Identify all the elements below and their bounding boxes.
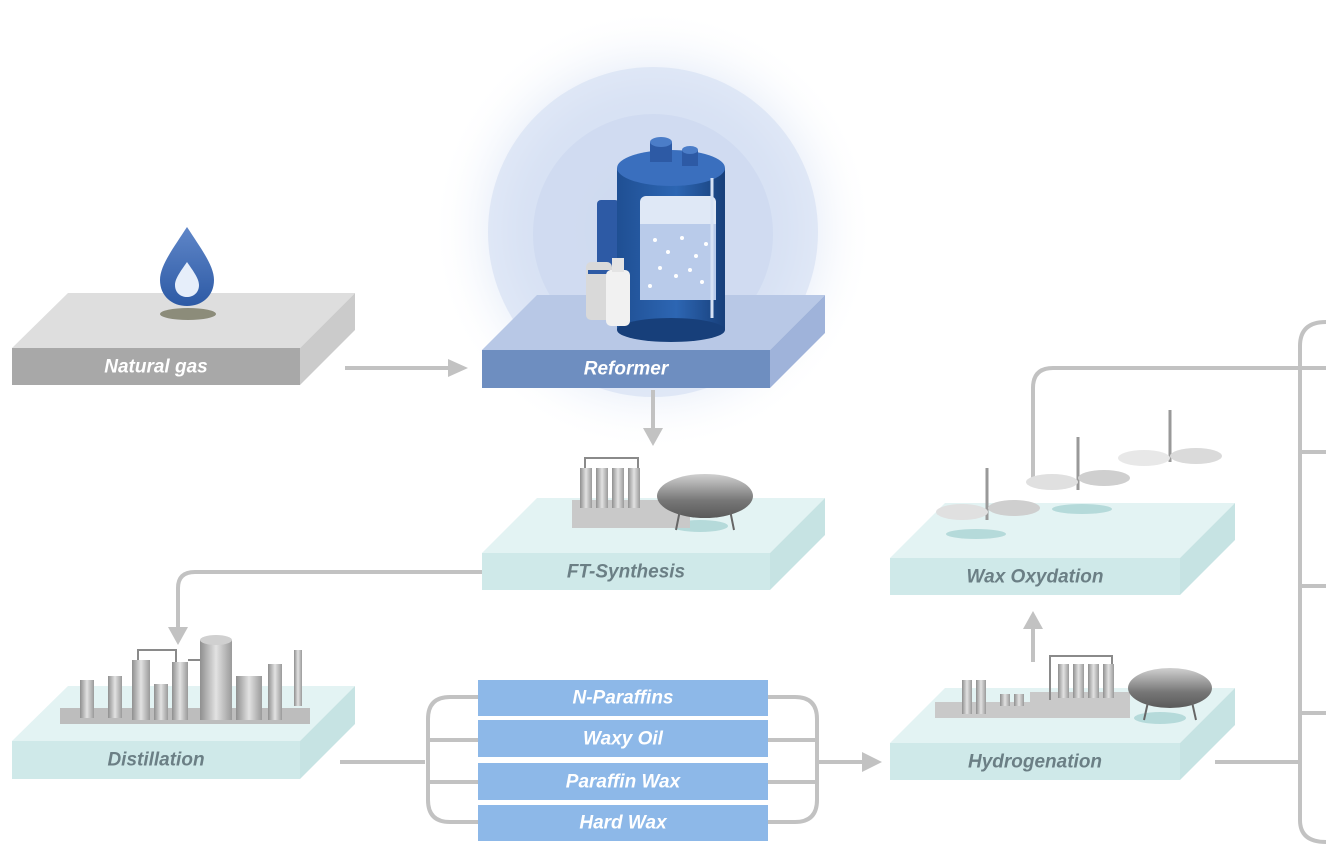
products-right-bracket xyxy=(768,695,819,824)
hydrogenation-label: Hydrogenation xyxy=(968,752,1102,773)
product-box-paraffin-wax xyxy=(478,763,768,800)
distillation-label: Distillation xyxy=(107,750,204,771)
distillation-stage xyxy=(12,635,355,779)
reformer-platform-front xyxy=(482,350,770,388)
wax-agitators-icon xyxy=(936,410,1222,520)
product-label-paraffin-wax: Paraffin Wax xyxy=(566,772,682,793)
ft-reactors-icon xyxy=(572,457,753,531)
product-box-hard-wax xyxy=(478,805,768,841)
arrowheads xyxy=(168,359,1043,772)
hydrogenation-plant-icon xyxy=(935,655,1212,721)
arrow-wax-loop xyxy=(1031,366,1326,482)
products-stack xyxy=(478,680,768,841)
gas-drop-icon xyxy=(160,227,214,306)
natural-gas-platform-top xyxy=(12,293,355,348)
natural-gas-label: Natural gas xyxy=(104,357,207,378)
product-label-hard-wax: Hard Wax xyxy=(579,813,668,834)
reformer-vessel-icon xyxy=(586,137,725,342)
reformer-label: Reformer xyxy=(584,359,670,380)
wax-oxydation-stage xyxy=(890,410,1235,595)
product-box-waxy-oil xyxy=(478,720,768,757)
connectors xyxy=(176,320,1326,844)
wax-platform-front xyxy=(890,558,1180,595)
hydrogenation-stage xyxy=(890,655,1235,780)
reformer-stage xyxy=(482,137,825,388)
product-label-waxy-oil: Waxy Oil xyxy=(583,729,664,750)
arrow-ft-distillation xyxy=(176,570,482,632)
output-bracket xyxy=(1298,320,1326,844)
natural-gas-platform-front xyxy=(12,348,300,385)
ft-platform-front xyxy=(482,553,770,590)
ft-synthesis-stage xyxy=(482,457,825,590)
distillation-platform-front xyxy=(12,741,300,779)
product-label-n-paraffins: N-Paraffins xyxy=(572,688,673,709)
ft-synthesis-label: FT-Synthesis xyxy=(567,562,685,583)
hydrogenation-platform-front xyxy=(890,743,1180,780)
wax-oxydation-label: Wax Oxydation xyxy=(967,567,1104,588)
products-left-bracket xyxy=(426,695,478,824)
natural-gas-stage xyxy=(12,227,355,385)
distillation-plant-icon xyxy=(60,635,310,724)
product-box-n-paraffins xyxy=(478,680,768,716)
